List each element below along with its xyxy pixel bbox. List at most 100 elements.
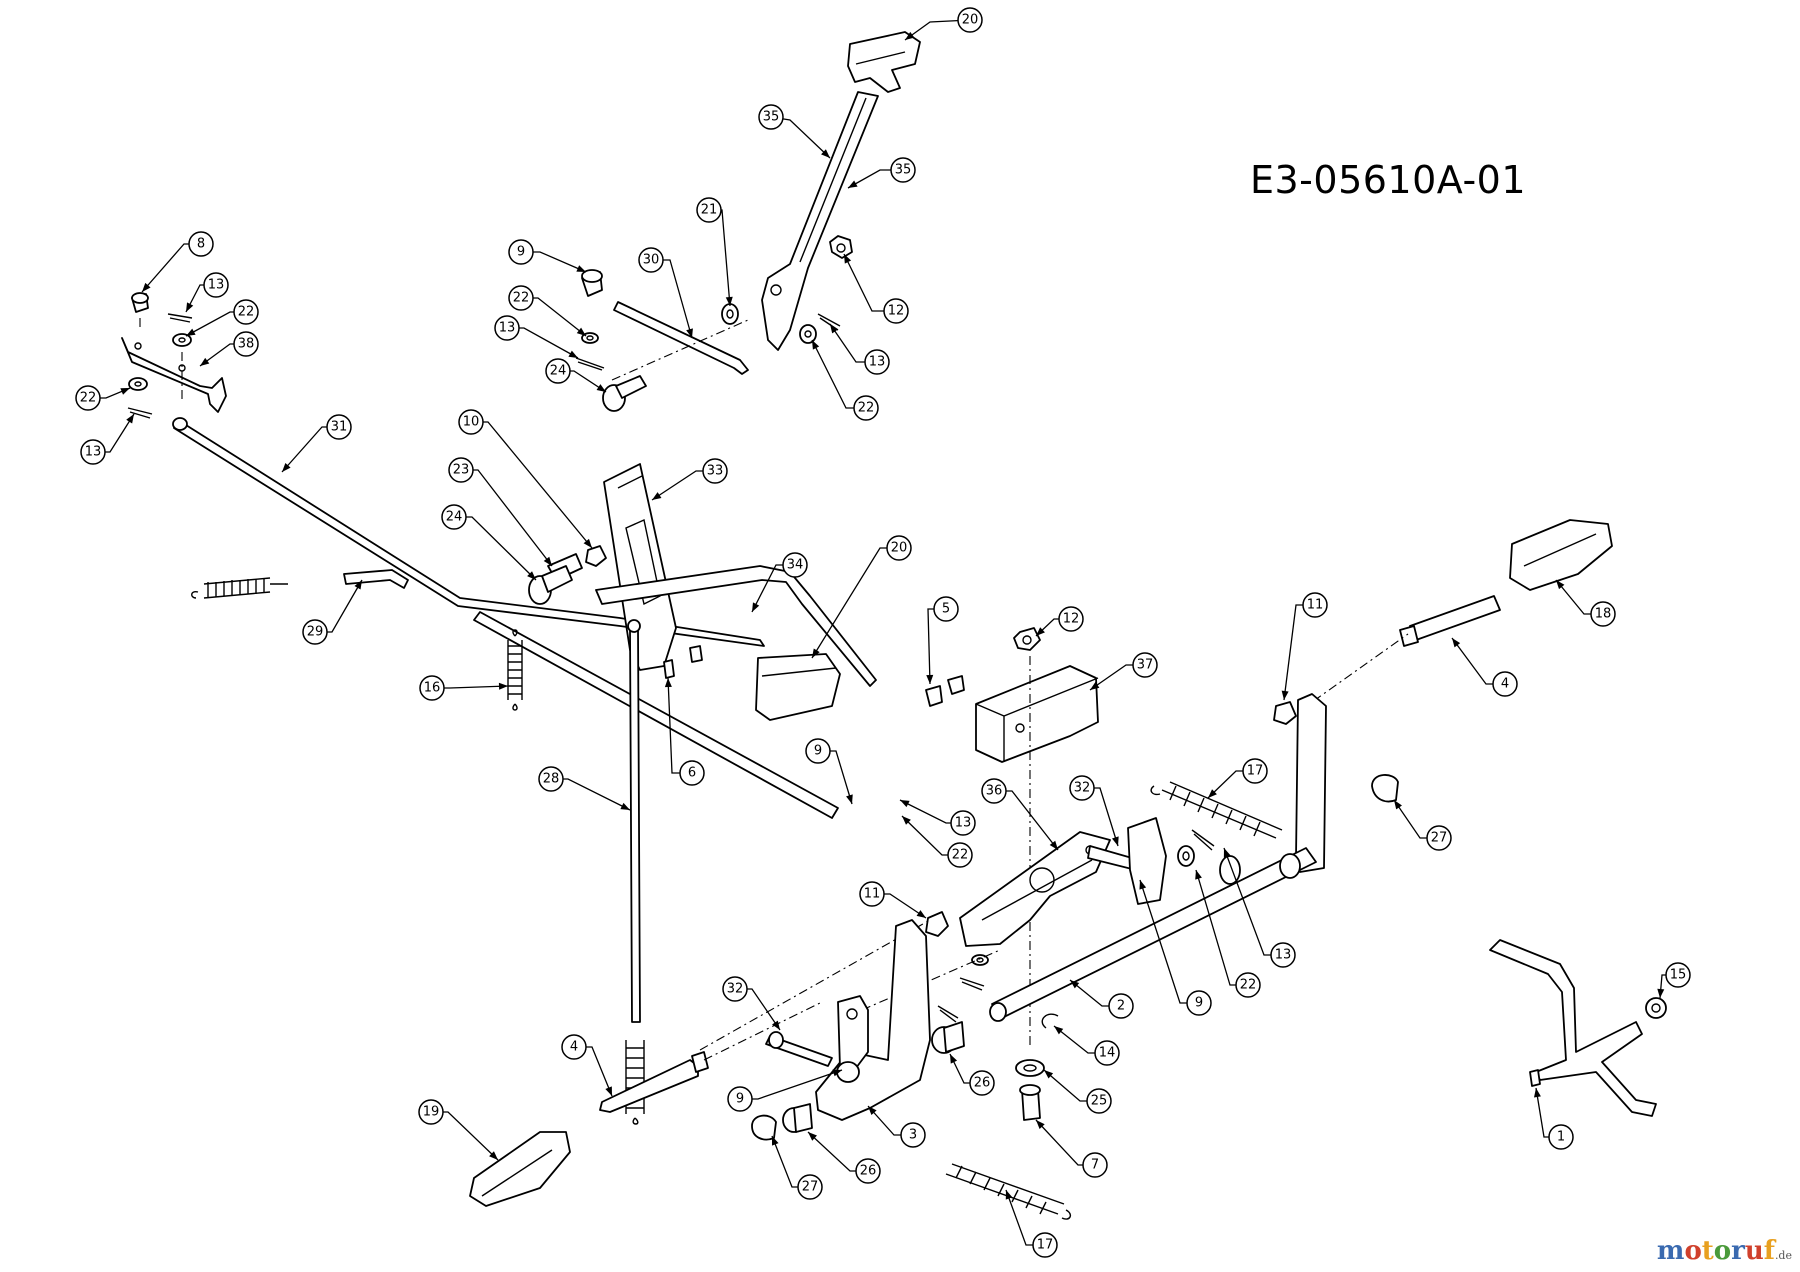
callout-arrow-32 xyxy=(1111,836,1119,846)
callout-21: 21 xyxy=(696,197,722,223)
part-12-nut xyxy=(1013,627,1041,651)
callout-label: 2 xyxy=(1117,999,1125,1014)
callout-arrow-12 xyxy=(1036,627,1045,636)
callout-arrow-13 xyxy=(126,414,134,424)
callout-14: 14 xyxy=(1094,1040,1120,1066)
callout-arrow-29 xyxy=(354,580,362,590)
callout-label: 38 xyxy=(238,337,255,352)
callout-20: 20 xyxy=(886,535,912,561)
callout-label: 28 xyxy=(543,772,560,787)
callout-arrow-35 xyxy=(848,180,858,188)
part-5-bolts xyxy=(925,675,965,707)
watermark-logo: motoruf.de xyxy=(1656,1236,1792,1266)
callout-label: 6 xyxy=(688,766,696,781)
part-34-pedal-arm xyxy=(595,565,877,687)
callout-label: 32 xyxy=(1074,781,1091,796)
callout-arrow-22 xyxy=(1195,870,1202,880)
callout-arrow-3 xyxy=(868,1106,877,1116)
callout-leader-22 xyxy=(1195,869,1248,986)
part-26-bushing-lower xyxy=(782,1103,813,1133)
callout-label: 22 xyxy=(238,305,255,320)
callout-arrow-9 xyxy=(1139,880,1147,890)
callout-35: 35 xyxy=(890,157,916,183)
callout-6: 6 xyxy=(679,760,705,786)
callout-arrow-15 xyxy=(1657,988,1665,998)
callout-4: 4 xyxy=(1492,671,1518,697)
callout-27: 27 xyxy=(1426,825,1452,851)
callout-label: 32 xyxy=(727,982,744,997)
callout-label: 24 xyxy=(446,510,463,525)
callout-label: 27 xyxy=(1431,831,1448,846)
callout-label: 15 xyxy=(1670,968,1687,983)
callout-25: 25 xyxy=(1086,1088,1112,1114)
callout-label: 20 xyxy=(891,541,908,556)
callout-7: 7 xyxy=(1082,1152,1108,1178)
callout-31: 31 xyxy=(326,414,352,440)
callout-12: 12 xyxy=(883,298,909,324)
callout-9: 9 xyxy=(508,239,534,265)
callout-17: 17 xyxy=(1032,1232,1058,1258)
callout-leader-6 xyxy=(667,677,692,774)
callout-label: 13 xyxy=(869,355,886,370)
callout-arrow-12 xyxy=(844,254,852,264)
callout-22: 22 xyxy=(508,285,534,311)
part-17-spring-bottom xyxy=(945,1163,1072,1220)
callout-leader-22 xyxy=(811,339,866,409)
part-31-long-rod xyxy=(172,417,765,647)
callout-35: 35 xyxy=(758,104,784,130)
callout-arrow-16 xyxy=(498,682,508,690)
callout-arrow-31 xyxy=(282,462,291,472)
callout-arrow-1 xyxy=(1533,1088,1541,1098)
callout-arrow-13 xyxy=(1223,848,1231,858)
part-22-washer-right xyxy=(1177,845,1195,867)
callout-19: 19 xyxy=(418,1099,444,1125)
part-27-clip-right xyxy=(1371,774,1399,803)
part-rod-lower xyxy=(473,611,839,819)
callout-arrow-32 xyxy=(772,1020,780,1030)
callout-arrow-35 xyxy=(821,149,830,158)
callout-32: 32 xyxy=(1069,775,1095,801)
part-spring-29 xyxy=(191,577,288,599)
callout-leader-20 xyxy=(811,547,899,659)
callout-11: 11 xyxy=(859,881,885,907)
part-bearing-right xyxy=(1219,853,1301,885)
callout-10: 10 xyxy=(458,409,484,435)
part-13-cotter-bracket xyxy=(167,313,193,323)
callout-arrow-13 xyxy=(568,350,578,358)
part-35-brake-pedal-arm xyxy=(761,91,879,351)
callout-label: 22 xyxy=(1240,978,1257,993)
part-24-clevis-pin-top xyxy=(602,375,647,412)
callout-32: 32 xyxy=(722,976,748,1002)
callout-label: 34 xyxy=(787,558,804,573)
callout-29: 29 xyxy=(302,619,328,645)
part-11-nut-lower xyxy=(925,911,949,937)
callout-arrow-14 xyxy=(1054,1026,1064,1035)
callout-label: 27 xyxy=(802,1180,819,1195)
callout-22: 22 xyxy=(75,385,101,411)
callout-13: 13 xyxy=(494,315,520,341)
callout-label: 12 xyxy=(888,304,905,319)
callout-arrow-19 xyxy=(489,1151,498,1160)
callout-label: 11 xyxy=(864,887,881,902)
part-32-pin-lower xyxy=(765,1031,833,1067)
callout-9: 9 xyxy=(805,738,831,764)
callout-label: 35 xyxy=(763,110,780,125)
callout-arrow-24 xyxy=(527,571,536,580)
part-4-shaft-right xyxy=(1399,595,1501,647)
callout-17: 17 xyxy=(1242,758,1268,784)
callout-label: 20 xyxy=(962,13,979,28)
part-24-clevis-pin xyxy=(528,565,573,605)
callout-36: 36 xyxy=(981,778,1007,804)
callout-label: 13 xyxy=(208,278,225,293)
callout-arrow-13 xyxy=(830,324,838,334)
callout-arrow-5 xyxy=(926,674,934,684)
callout-arrow-22 xyxy=(902,816,911,825)
callout-13: 13 xyxy=(203,272,229,298)
callout-arrow-11 xyxy=(1281,690,1289,700)
callout-label: 22 xyxy=(513,291,530,306)
part-22-washer-bracket xyxy=(172,333,192,347)
callout-leader-11 xyxy=(1283,604,1315,701)
callout-13: 13 xyxy=(864,349,890,375)
callout-label: 7 xyxy=(1091,1158,1099,1173)
